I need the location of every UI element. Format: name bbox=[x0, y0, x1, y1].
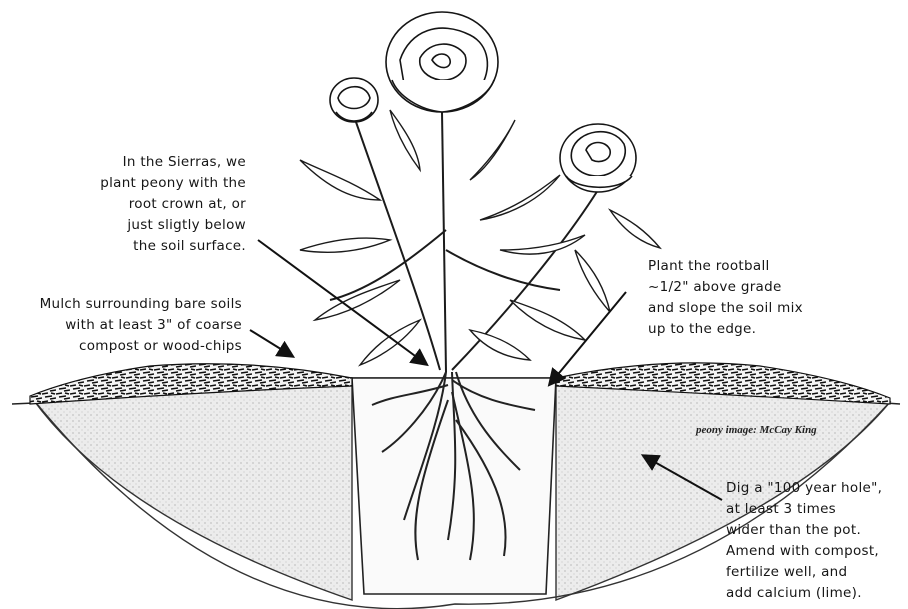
note-line: and slope the soil mix bbox=[648, 298, 803, 319]
mulch-note: Mulch surrounding bare soils with at lea… bbox=[8, 294, 242, 357]
note-line: In the Sierras, we bbox=[70, 152, 246, 173]
note-line: Dig a "100 year hole", bbox=[726, 478, 882, 499]
crown-arrow bbox=[258, 240, 426, 364]
note-line: add calcium (lime). bbox=[726, 583, 882, 604]
note-line: ~1/2" above grade bbox=[648, 277, 803, 298]
rootball-note: Plant the rootball ~1/2" above grade and… bbox=[648, 256, 803, 340]
note-line: just sligtly below bbox=[70, 215, 246, 236]
note-line: Mulch surrounding bare soils bbox=[8, 294, 242, 315]
note-line: at least 3 times bbox=[726, 499, 882, 520]
note-line: plant peony with the bbox=[70, 173, 246, 194]
hole-note: Dig a "100 year hole", at least 3 times … bbox=[726, 478, 882, 604]
peony-flower-top bbox=[386, 12, 498, 112]
note-line: root crown at, or bbox=[70, 194, 246, 215]
crown-depth-note: In the Sierras, we plant peony with the … bbox=[70, 152, 246, 257]
peony-bud-left bbox=[330, 78, 378, 122]
note-line: Plant the rootball bbox=[648, 256, 803, 277]
note-line: up to the edge. bbox=[648, 319, 803, 340]
note-line: wider than the pot. bbox=[726, 520, 882, 541]
mulch-arrow bbox=[250, 330, 292, 356]
note-line: Amend with compost, bbox=[726, 541, 882, 562]
image-credit: peony image: McCay King bbox=[696, 424, 817, 436]
peony-flower-right bbox=[560, 124, 636, 192]
note-line: the soil surface. bbox=[70, 236, 246, 257]
note-line: with at least 3" of coarse bbox=[8, 315, 242, 336]
note-line: fertilize well, and bbox=[726, 562, 882, 583]
note-line: compost or wood-chips bbox=[8, 336, 242, 357]
